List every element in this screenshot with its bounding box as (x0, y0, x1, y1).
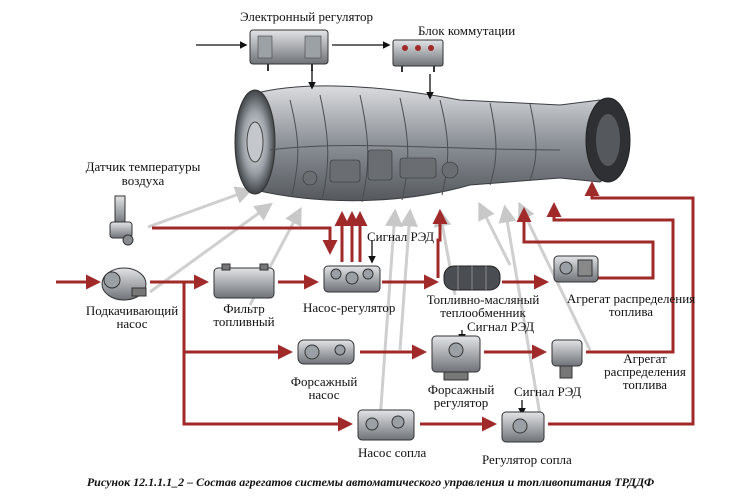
nozzle-pump-label: Насос сопла (358, 445, 427, 460)
air-temp-sensor-icon (109, 195, 134, 246)
fuel-filter-label-line2: топливный (213, 314, 275, 329)
distribution-unit-1-label-line2: топлива (608, 304, 654, 319)
distribution-unit-2-label-line3: топлива (622, 377, 668, 392)
afterburner-pump-label-line1: Форсажный (290, 374, 358, 389)
afterburner-regulator-label-line1: Форсажный (427, 382, 495, 397)
nozzle-regulator-icon (501, 411, 545, 443)
fuel-filter-label-line1: Фильтр (223, 301, 265, 316)
air-temp-sensor-label-line1: Датчик температуры (85, 159, 201, 174)
switch-block-label: Блок коммутации (418, 23, 516, 38)
distribution-unit-2-label-line1: Агрегат (623, 351, 667, 366)
afterburner-pump-label-line2: насос (308, 387, 340, 402)
distribution-unit-2-icon (551, 339, 583, 379)
electronic-regulator-icon (249, 29, 329, 71)
air-temp-sensor-label-line2: воздуха (121, 173, 165, 188)
afterburner-regulator-label-line2: регулятор (433, 395, 489, 410)
red-signal-label-mid: Сигнал РЭД (467, 319, 535, 334)
red-signal-label-top: Сигнал РЭД (367, 229, 435, 244)
pump-regulator-label: Насос-регулятор (303, 300, 396, 315)
red-signal-label-low: Сигнал РЭД (514, 384, 582, 399)
switch-block-icon (392, 39, 444, 72)
heat-exchanger-label-line2: теплообменник (440, 305, 526, 320)
distribution-unit-2-label-line2: распределения (604, 364, 686, 379)
boost-pump-icon (101, 267, 147, 301)
heat-exchanger-label-line1: Топливно-масляный (426, 292, 540, 307)
fuel-lines (56, 181, 695, 432)
boost-pump-label-line2: насос (116, 316, 148, 331)
nozzle-regulator-label: Регулятор сопла (482, 452, 572, 467)
distribution-unit-1-label-line1: Агрегат распределения (566, 291, 696, 306)
pump-regulator-icon (323, 265, 381, 293)
distribution-unit-1-icon (553, 255, 599, 283)
boost-pump-label-line1: Подкачивающий (85, 303, 179, 318)
nozzle-pump-icon (357, 409, 415, 441)
afterburner-regulator-icon (431, 335, 481, 381)
electronic-regulator-label: Электронный регулятор (240, 9, 374, 24)
engine-illustration (234, 85, 631, 203)
afterburner-pump-icon (297, 339, 355, 365)
heat-exchanger-icon (443, 265, 501, 291)
fuel-filter-icon (213, 263, 275, 299)
figure-caption: Рисунок 12.1.1.1_2 – Состав агрегатов си… (86, 475, 655, 489)
